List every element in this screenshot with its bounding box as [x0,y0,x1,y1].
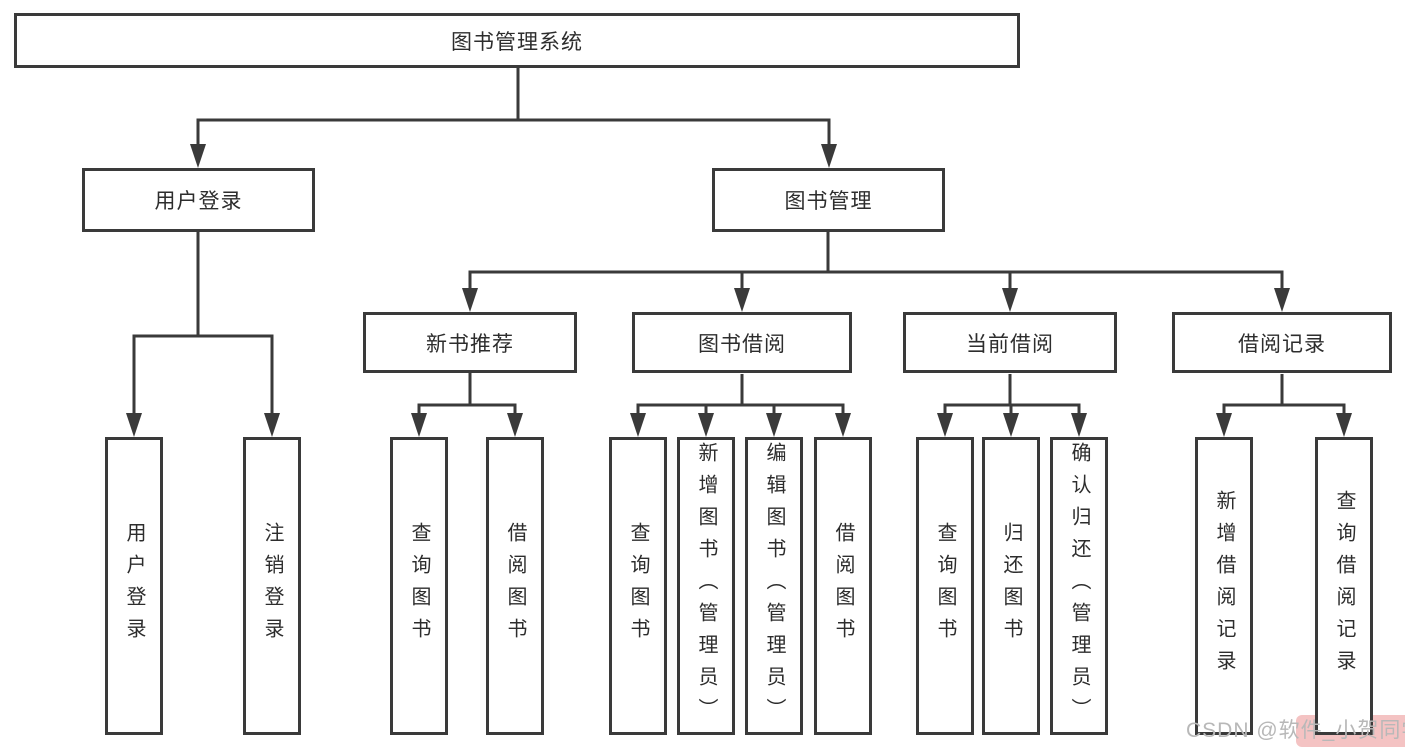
leaf-return-books: 归还图书 [982,437,1040,735]
node-new-book-recommend: 新书推荐 [363,312,577,373]
leaf-query-borrow-record: 查询借阅记录 [1315,437,1373,735]
node-book-management: 图书管理 [712,168,945,232]
leaf-confirm-return-admin: 确认归还（管理员） [1050,437,1108,735]
leaf-query-books-recommend: 查询图书 [390,437,448,735]
watermark-text: CSDN @软件_小贺同学 [1186,719,1405,742]
node-book-borrow: 图书借阅 [632,312,852,373]
leaf-logout-login: 注销登录 [243,437,301,735]
leaf-add-books-admin: 新增图书（管理员） [677,437,735,735]
leaf-user-login: 用户登录 [105,437,163,735]
leaf-add-borrow-record: 新增借阅记录 [1195,437,1253,735]
node-borrow-records: 借阅记录 [1172,312,1392,373]
node-root-system: 图书管理系统 [14,13,1020,68]
node-current-borrow: 当前借阅 [903,312,1117,373]
leaf-edit-books-admin: 编辑图书（管理员） [745,437,803,735]
leaf-query-books-borrow: 查询图书 [609,437,667,735]
leaf-borrow-books-recommend: 借阅图书 [486,437,544,735]
leaf-borrow-books: 借阅图书 [814,437,872,735]
leaf-query-books-current: 查询图书 [916,437,974,735]
node-user-login: 用户登录 [82,168,315,232]
